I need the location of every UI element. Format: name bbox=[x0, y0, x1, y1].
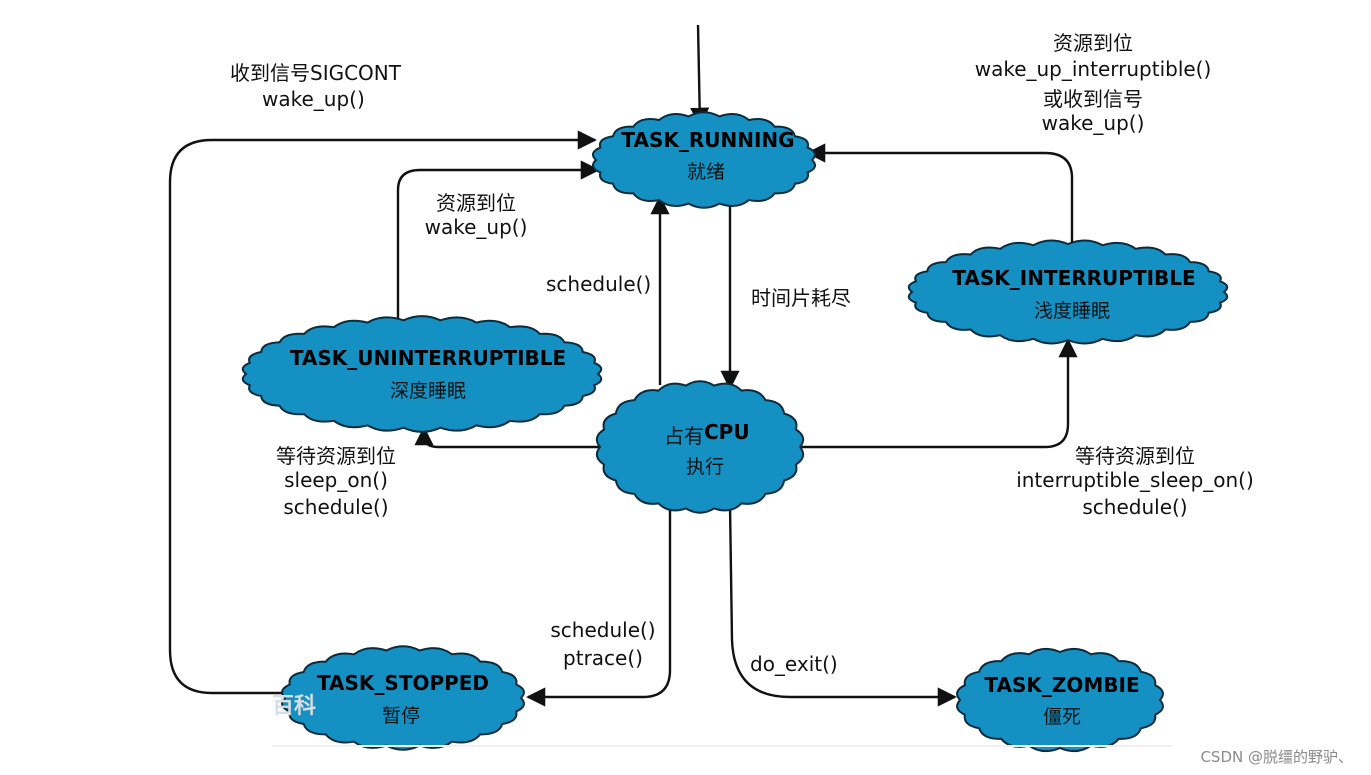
edges bbox=[168, 24, 1078, 707]
edge-entry bbox=[690, 24, 710, 127]
state-interruptible-node bbox=[907, 239, 1229, 345]
label-wait-unint-1: 等待资源到位 bbox=[276, 444, 396, 468]
state-zombie-title: TASK_ZOMBIE bbox=[984, 673, 1139, 697]
label-stop-1: schedule() bbox=[550, 618, 655, 642]
edge-interruptible-to-running bbox=[806, 143, 1074, 246]
label-wait-int-3: schedule() bbox=[1082, 495, 1187, 519]
label-wait-int-2: interruptible_sleep_on() bbox=[1016, 468, 1254, 492]
edge-labels: 收到信号SIGCONT wake_up() 资源到位 wake_up_inter… bbox=[230, 31, 1254, 676]
edge-cpu-to-stopped bbox=[526, 505, 672, 707]
state-stopped-title: TASK_STOPPED bbox=[317, 671, 489, 695]
state-zombie-sub: 僵死 bbox=[1043, 706, 1081, 728]
edge-cpu-to-uninterruptible bbox=[414, 426, 600, 449]
label-unint-wake-2: wake_up() bbox=[425, 215, 528, 239]
label-int-wake-4: wake_up() bbox=[1042, 111, 1145, 135]
label-stop-2: ptrace() bbox=[563, 646, 643, 670]
edge-cpu-to-zombie bbox=[728, 504, 957, 707]
edge-cpu-to-interruptible bbox=[795, 338, 1078, 449]
label-sigcont-2: wake_up() bbox=[262, 87, 365, 111]
watermark-left: 百科 bbox=[272, 694, 317, 719]
state-nodes bbox=[241, 111, 1229, 753]
label-wait-unint-3: schedule() bbox=[283, 495, 388, 519]
label-wait-int-1: 等待资源到位 bbox=[1075, 444, 1195, 468]
label-schedule-up: schedule() bbox=[546, 272, 651, 296]
edge-uninterruptible-to-running bbox=[396, 160, 600, 318]
label-int-wake-2: wake_up_interruptible() bbox=[975, 57, 1212, 81]
state-interruptible-sub: 浅度睡眠 bbox=[1034, 300, 1110, 322]
label-sigcont-1: 收到信号SIGCONT bbox=[230, 61, 402, 85]
watermark: CSDN @脱缰的野驴、 bbox=[1200, 748, 1353, 766]
state-stopped-sub: 暂停 bbox=[382, 705, 420, 727]
label-int-wake-3: 或收到信号 bbox=[1043, 87, 1143, 111]
label-wait-unint-2: sleep_on() bbox=[284, 468, 388, 492]
state-cpu-title: CPU bbox=[704, 420, 750, 444]
label-timeslice: 时间片耗尽 bbox=[751, 286, 851, 310]
state-uninterruptible-node bbox=[241, 315, 603, 433]
state-uninterruptible-sub: 深度睡眠 bbox=[390, 380, 466, 402]
state-labels: TASK_RUNNING 就绪 占有 CPU 执行 TASK_UNINTERRU… bbox=[290, 128, 1196, 728]
label-int-wake-1: 资源到位 bbox=[1053, 31, 1133, 55]
state-cpu-node bbox=[595, 380, 805, 514]
state-zombie-node bbox=[956, 647, 1164, 753]
bottom-rule bbox=[272, 745, 1172, 747]
state-running-node bbox=[591, 111, 817, 209]
state-stopped-node bbox=[281, 645, 525, 751]
state-cpu-sub: 执行 bbox=[686, 456, 724, 478]
edge-stopped-to-running bbox=[168, 130, 597, 695]
label-unint-wake-1: 资源到位 bbox=[436, 191, 516, 215]
state-interruptible-title: TASK_INTERRUPTIBLE bbox=[952, 266, 1195, 290]
state-running-title: TASK_RUNNING bbox=[621, 128, 794, 152]
label-exit: do_exit() bbox=[750, 652, 838, 676]
state-running-sub: 就绪 bbox=[687, 161, 725, 183]
state-cpu-prefix: 占有 bbox=[664, 424, 704, 448]
state-uninterruptible-title: TASK_UNINTERRUPTIBLE bbox=[290, 346, 566, 370]
